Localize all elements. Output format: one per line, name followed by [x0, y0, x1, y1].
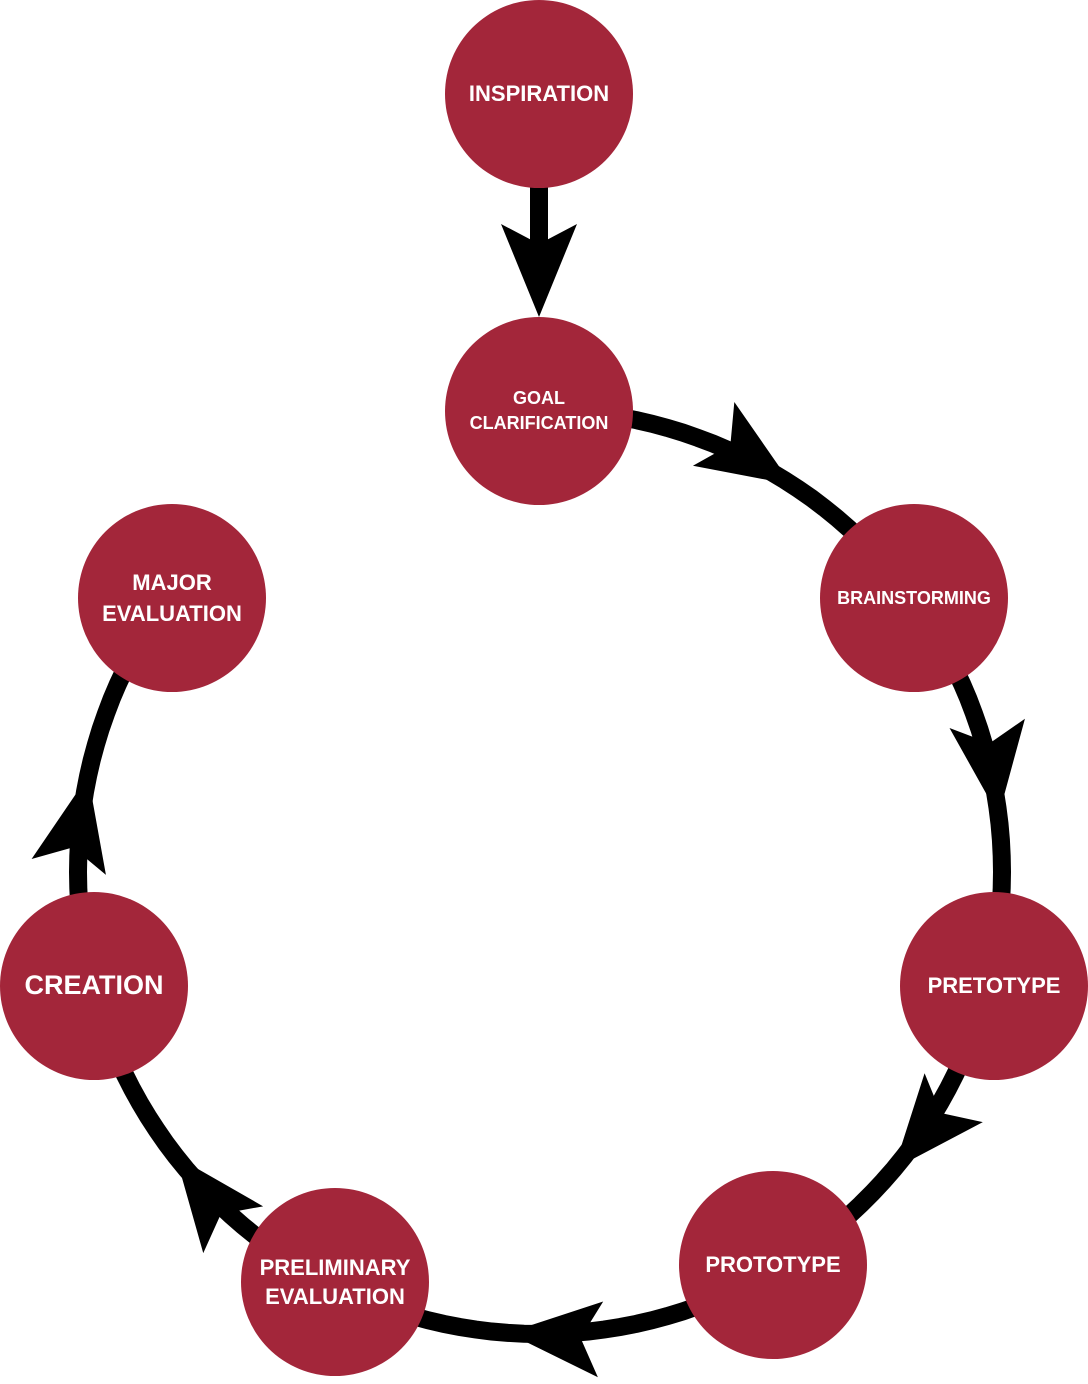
node-label: CLARIFICATION — [469, 413, 609, 433]
arrowhead-down — [501, 224, 577, 317]
arrowhead-2 — [949, 718, 1025, 816]
node-brainstorming: BRAINSTORMING — [820, 504, 1008, 692]
arrowhead-1 — [692, 402, 792, 485]
node-label: BRAINSTORMING — [837, 587, 991, 608]
node-label: PRETOTYPE — [927, 973, 1061, 999]
node-inspiration: INSPIRATION — [445, 0, 633, 188]
node-pretotype: PRETOTYPE — [900, 892, 1088, 1080]
node-label: PRELIMINARY — [259, 1254, 411, 1280]
arrowhead-5 — [175, 1156, 264, 1254]
arrowhead-3 — [893, 1073, 983, 1169]
node-label: EVALUATION — [102, 601, 242, 626]
arrowhead-6 — [31, 775, 106, 875]
node-label: GOAL — [513, 388, 565, 409]
node-label: PROTOTYPE — [705, 1252, 841, 1278]
node-preliminary-evaluation: PRELIMINARY EVALUATION — [241, 1188, 429, 1376]
arrowhead-4 — [507, 1301, 604, 1378]
node-label: INSPIRATION — [468, 81, 610, 107]
node-label: MAJOR — [132, 569, 212, 595]
node-creation: CREATION — [0, 892, 188, 1080]
node-goal-clarification: GOAL CLARIFICATION — [445, 317, 633, 505]
node-prototype: PROTOTYPE — [679, 1171, 867, 1359]
node-major-evaluation: MAJOR EVALUATION — [78, 504, 266, 692]
node-label: CREATION — [24, 970, 164, 1001]
node-label: EVALUATION — [265, 1284, 405, 1309]
